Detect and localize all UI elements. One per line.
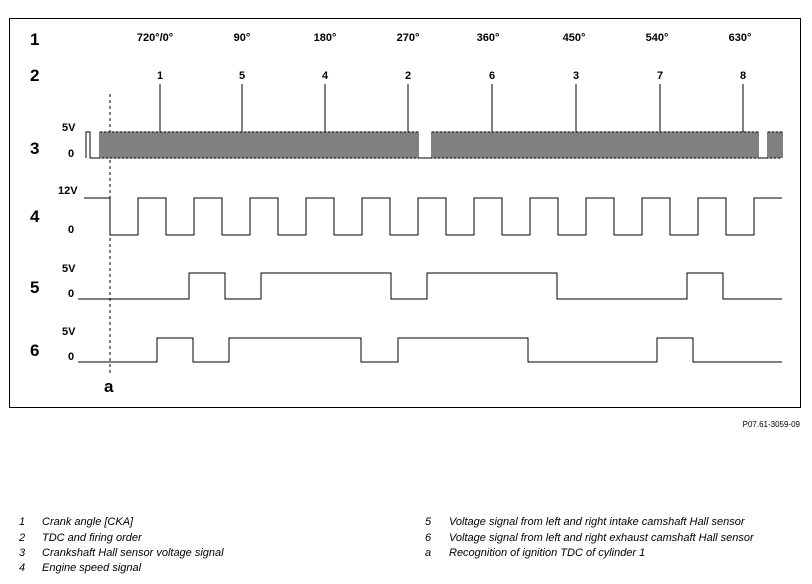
firing-order-labels: 1 5 4 2 6 3 7 8: [157, 70, 746, 82]
firing-order-label: 6: [489, 70, 495, 82]
row3-high-label: 5V: [62, 122, 76, 134]
row4-high-label: 12V: [58, 185, 78, 197]
ignition-tdc-marker-label: a: [104, 377, 114, 396]
tdc-tick-lines: [159, 84, 744, 132]
firing-order-label: 5: [239, 70, 245, 82]
crank-angle-label: 180°: [314, 32, 337, 44]
crank-angle-label: 720°/0°: [137, 32, 173, 44]
row-number-1: 1: [30, 30, 39, 49]
crank-angle-labels: 720°/0° 90° 180° 270° 360° 450° 540° 630…: [137, 32, 752, 44]
diagram-frame: [9, 18, 801, 408]
crank-angle-label: 90°: [234, 32, 251, 44]
crank-angle-label: 360°: [477, 32, 500, 44]
row6-high-label: 5V: [62, 326, 76, 338]
firing-order-label: 7: [657, 70, 663, 82]
row-number-2: 2: [30, 66, 39, 85]
reference-code: P07.61-3059-09: [742, 420, 800, 429]
row5-high-label: 5V: [62, 263, 76, 275]
row-number-5: 5: [30, 278, 39, 297]
firing-order-label: 1: [157, 70, 163, 82]
crank-angle-label: 450°: [563, 32, 586, 44]
row5-low-label: 0: [68, 288, 74, 300]
crank-angle-label: 630°: [729, 32, 752, 44]
row-number-3: 3: [30, 139, 39, 158]
crank-angle-label: 270°: [397, 32, 420, 44]
firing-order-label: 3: [573, 70, 579, 82]
row3-low-label: 0: [68, 148, 74, 160]
exhaust-camshaft-signal: [78, 337, 782, 363]
firing-order-label: 2: [405, 70, 411, 82]
engine-speed-signal: [84, 197, 782, 236]
row6-low-label: 0: [68, 351, 74, 363]
crankshaft-hall-signal: [85, 131, 783, 159]
row-number-6: 6: [30, 341, 39, 360]
crank-angle-label: 540°: [646, 32, 669, 44]
firing-order-label: 8: [740, 70, 746, 82]
firing-order-label: 4: [322, 70, 329, 82]
row4-low-label: 0: [68, 224, 74, 236]
intake-camshaft-signal: [78, 272, 782, 300]
row-number-4: 4: [30, 207, 40, 226]
